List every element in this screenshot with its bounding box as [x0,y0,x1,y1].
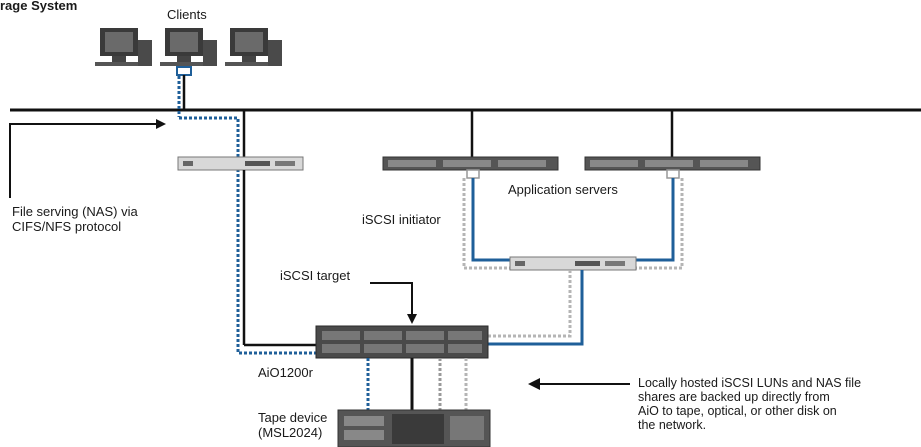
app-server-2-port [666,169,680,179]
backup-note-arrow-head [528,378,540,390]
iscsi-link-2 [636,178,675,262]
network-switch [177,156,304,171]
client-port [176,66,192,76]
nas-label-line2: CIFS/NFS protocol [12,219,122,234]
clients-label: Clients [167,7,207,22]
san-dotted-to-aio [488,270,572,338]
backup-note: Locally hosted iSCSI LUNs and NAS file s… [638,376,862,432]
diagram-title: rage System [0,0,78,13]
iscsi-dotted-2 [636,178,684,270]
app-server-2 [584,156,761,171]
iscsi-target-arrow-head [407,314,417,324]
iscsi-target-arrow-line [370,282,413,316]
tape-device [337,409,491,447]
iscsi-switch [509,256,637,271]
client-monitor-1 [95,28,152,66]
aio1200r-storage [315,325,489,359]
san-link-to-aio [488,270,584,346]
iscsi-dotted-1 [462,178,510,270]
app-server-1-port [466,169,480,179]
nas-dotted-path [179,116,316,355]
client-monitor-2 [160,28,217,66]
tape-device-label-line1: Tape device [258,410,328,425]
nas-label-line1: File serving (NAS) via [12,204,138,219]
iscsi-link-1 [471,178,510,262]
aio-label: AiO1200r [258,365,313,380]
app-servers-label: Application servers [508,182,618,197]
nas-arrow-line [9,123,158,198]
iscsi-initiator-label: iSCSI initiator [362,212,441,227]
client-monitor-3 [225,28,282,66]
iscsi-target-label: iSCSI target [280,268,351,283]
app-server-1 [382,156,559,171]
tape-device-label-line2: (MSL2024) [258,425,323,440]
nas-arrow-head [156,119,166,129]
